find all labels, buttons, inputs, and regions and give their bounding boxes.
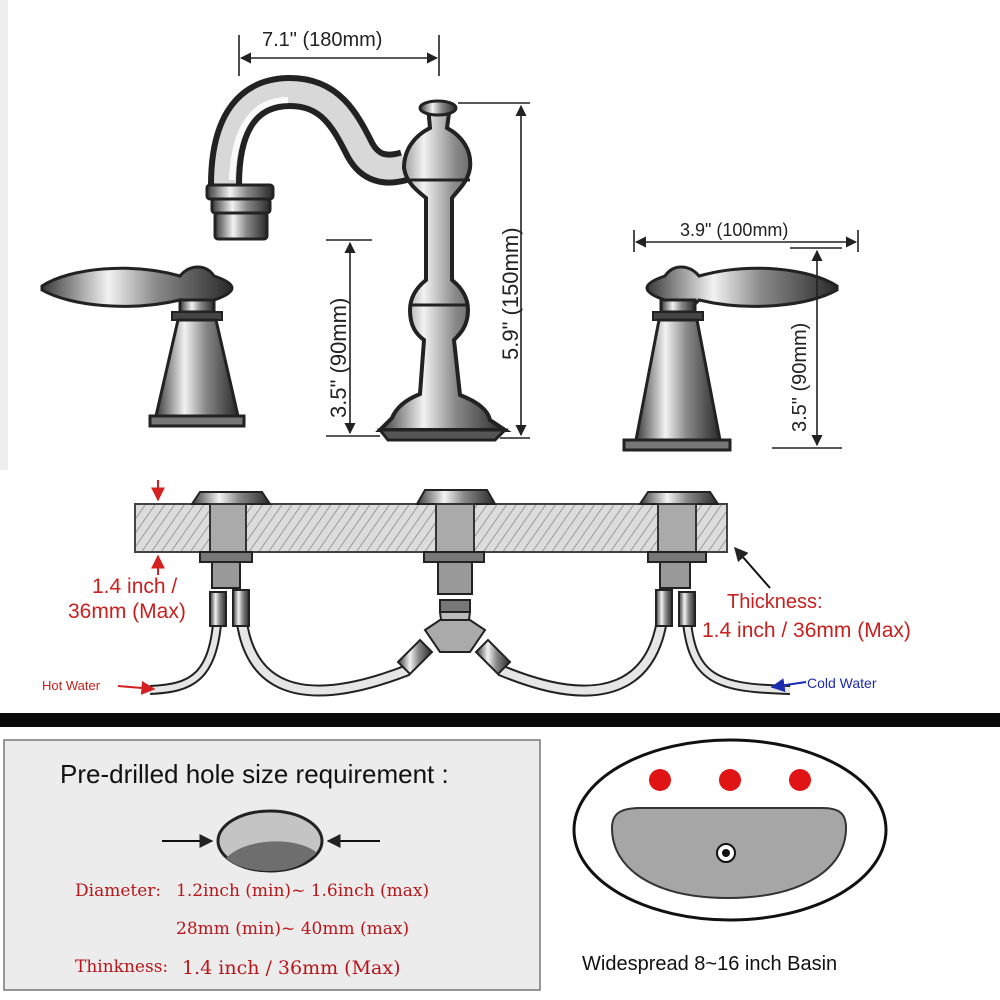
hole-thickness-value: 1.4 inch / 36mm (Max) [182, 957, 401, 979]
section-divider [0, 713, 1000, 727]
left-thickness-line2: 36mm (Max) [68, 600, 186, 623]
diameter-inch: 1.2inch (min)~ 1.6inch (max) [176, 881, 429, 901]
thickness-title: Thickness: [727, 591, 823, 613]
basin-caption: Widespread 8~16 inch Basin [582, 953, 837, 975]
requirement-title: Pre-drilled hole size requirement : [60, 759, 449, 789]
handle-height-label: 3.5" (90mm) [789, 323, 811, 432]
right-handle-drawing [622, 265, 839, 452]
cold-water-label: Cold Water [807, 675, 877, 691]
basin-illustration [572, 738, 888, 922]
left-handle-drawing [40, 265, 246, 428]
hole-icon [162, 809, 380, 873]
handle-width-label: 3.9" (100mm) [680, 220, 788, 240]
hole-thickness-label: Thinkness: [75, 957, 168, 977]
spout-height-label: 5.9" (150mm) [498, 227, 523, 360]
hole-dot-right [789, 769, 811, 791]
hot-water-label: Hot Water [42, 678, 101, 693]
dimension-lines [238, 35, 859, 449]
spout-width-label: 7.1" (180mm) [262, 29, 382, 51]
diameter-mm: 28mm (min)~ 40mm (max) [176, 919, 409, 939]
diameter-label: Diameter: [75, 881, 161, 901]
hole-dot-left [649, 769, 671, 791]
thickness-value: 1.4 inch / 36mm (Max) [702, 619, 911, 642]
hole-dot-center [719, 769, 741, 791]
spout-outlet-height-label: 3.5" (90mm) [326, 298, 351, 418]
left-thickness-line1: 1.4 inch / [92, 575, 177, 598]
installation-drawing [117, 480, 807, 697]
spout-drawing [205, 74, 512, 442]
